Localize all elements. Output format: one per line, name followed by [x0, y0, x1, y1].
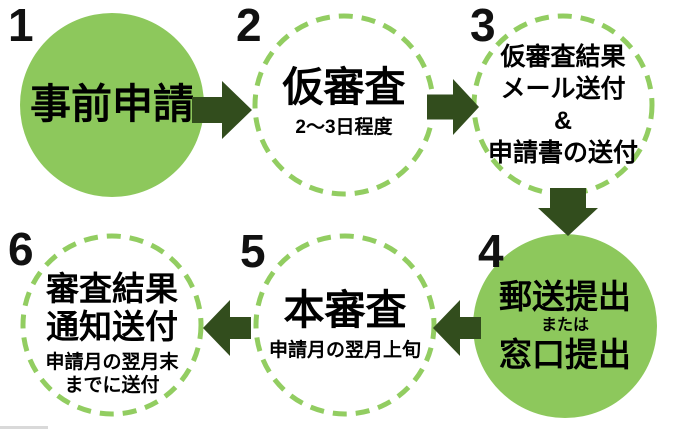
step-4-line-2: または [540, 316, 589, 334]
step-1-title: 事前申請 [30, 81, 194, 128]
step-6-line-3: 申請月の翌月末 [45, 352, 179, 374]
step-4-text: 郵送提出 または 窓口提出 [472, 233, 658, 419]
step-6-line-1: 審査結果 [46, 270, 178, 308]
step-circle-6: 審査結果 通知送付 申請月の翌月末 までに送付 [19, 232, 205, 418]
step-number-6: 6 [8, 223, 34, 275]
bottom-left-artifact [0, 426, 48, 429]
step-3-line-3: & [553, 107, 573, 135]
circle-shape-solid [20, 13, 204, 197]
step-2-text: 仮審査 2～3日程度 [251, 9, 437, 195]
step-number-4: 4 [478, 225, 504, 277]
step-3-line-1: 仮審査結果 [500, 43, 626, 71]
step-number-5: 5 [240, 225, 266, 277]
step-5-subtitle: 申請月の翌月上旬 [268, 339, 421, 361]
step-6-line-2: 通知送付 [46, 308, 178, 346]
circle-shape-solid [473, 234, 657, 418]
arrow-right-1-to-2-icon [192, 81, 252, 139]
step-3-line-4: 申請書の送付 [487, 139, 638, 167]
step-1-text: 事前申請 [19, 12, 205, 198]
step-circle-5: 本審査 申請月の翌月上旬 [252, 232, 438, 418]
arrow-left-5-to-6-icon [203, 300, 251, 356]
step-circle-3: 仮審査結果 メール送付 & 申請書の送付 [470, 12, 656, 198]
step-3-text: 仮審査結果 メール送付 & 申請書の送付 [470, 12, 656, 198]
step-2-title: 仮審査 [282, 63, 406, 110]
step-3-line-2: メール送付 [500, 75, 626, 103]
step-circle-4: 郵送提出 または 窓口提出 [472, 233, 658, 419]
step-5-title: 本審査 [283, 286, 407, 333]
step-5-text: 本審査 申請月の翌月上旬 [252, 232, 438, 418]
step-circle-1: 事前申請 [19, 12, 205, 198]
step-number-2: 2 [236, 0, 262, 51]
arrow-left-4-to-5-icon [433, 300, 481, 356]
arrow-down-3-to-4-icon [538, 188, 598, 236]
step-4-line-3: 窓口提出 [499, 336, 631, 374]
arrow-right-2-to-3-icon [427, 79, 479, 135]
step-2-subtitle: 2～3日程度 [295, 116, 393, 138]
step-number-3: 3 [470, 0, 496, 51]
circle-shape-dashed [253, 233, 437, 417]
step-4-line-1: 郵送提出 [499, 277, 631, 315]
step-circle-2: 仮審査 2～3日程度 [251, 12, 437, 198]
step-6-text: 審査結果 通知送付 申請月の翌月末 までに送付 [19, 241, 205, 427]
step-6-line-4: までに送付 [64, 375, 160, 397]
circle-shape-dashed [20, 233, 204, 417]
step-number-1: 1 [8, 0, 34, 51]
